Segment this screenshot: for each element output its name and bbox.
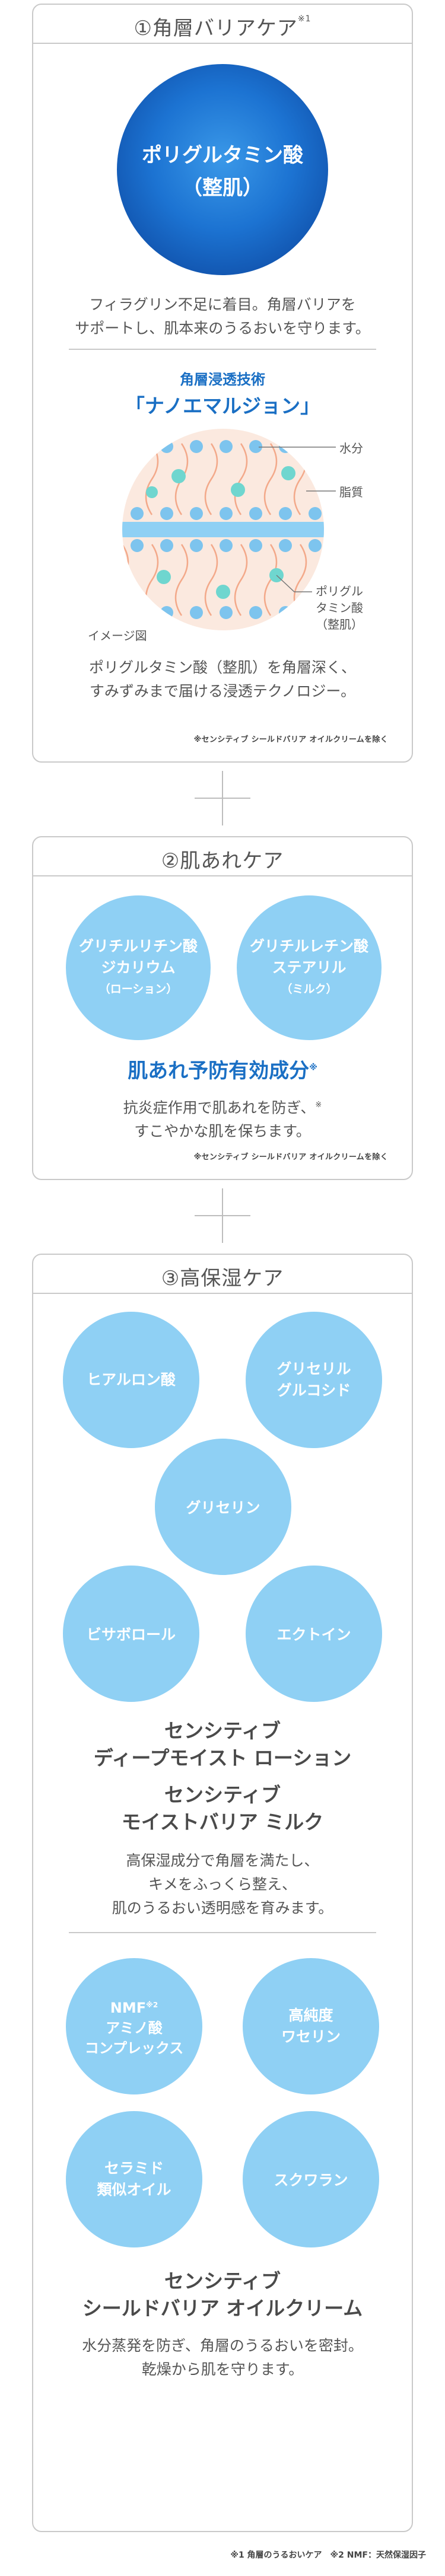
ingredient-line: ワセリン bbox=[281, 2028, 341, 2045]
ingredient-circle: エクトイン bbox=[246, 1566, 382, 1702]
ingredient-line: ステアリル bbox=[272, 959, 347, 976]
desc-line: 抗炎症作用で肌あれを防ぎ、 bbox=[123, 1099, 316, 1117]
card-title: ②肌あれケア bbox=[161, 849, 284, 873]
ingredient-circle-lotion: グリチルリチン酸 ジカリウム （ローション） bbox=[66, 895, 211, 1040]
ingredient-circle: スクワラン bbox=[243, 2111, 379, 2247]
ingredient-line: ビサボロール bbox=[86, 1626, 176, 1643]
ingredient-line: グリチルレチン酸 bbox=[249, 938, 368, 955]
footnote-mark: ※ bbox=[309, 1063, 317, 1073]
desc-line: 肌のうるおい透明感を育みます。 bbox=[112, 1899, 333, 1917]
label-pga-line: タミン酸 bbox=[316, 601, 363, 615]
label-pga-line: （整肌） bbox=[316, 617, 363, 632]
product-line: センシティブ bbox=[164, 2269, 281, 2293]
label-water: 水分 bbox=[339, 441, 363, 455]
card-moisture-care: ③高保湿ケア ヒアルロン酸 グリセリル グルコシド グリセリン ビサボロール エ… bbox=[32, 1254, 413, 2532]
card-rough-skin-care: ②肌あれケア グリチルリチン酸 ジカリウム （ローション） グリチルレチン酸 ス… bbox=[32, 836, 413, 1180]
ingredient-line: NMF bbox=[110, 1999, 147, 2016]
ingredient-circle: グリセリン bbox=[155, 1439, 291, 1575]
label-lipid: 脂質 bbox=[339, 485, 363, 499]
title-divider bbox=[33, 875, 412, 876]
ingredient-line: ジカリウム bbox=[101, 959, 176, 976]
plus-connector bbox=[195, 798, 250, 799]
headline-text: 肌あれ予防有効成分 bbox=[128, 1059, 310, 1083]
ingredient-sub: （ミルク） bbox=[281, 983, 338, 996]
label-pga-line: ポリグル bbox=[316, 584, 363, 598]
footnote-exclusion: ※センシティブ シールドバリア オイルクリームを除く bbox=[193, 735, 388, 744]
ingredient-line: コンプレックス bbox=[84, 2039, 184, 2057]
barrier-description: フィラグリン不足に着目。角層バリアを サポートし、肌本来のうるおいを守ります。 bbox=[33, 293, 412, 340]
card-title-text: ①角層バリアケア bbox=[134, 17, 298, 40]
title-divider bbox=[33, 1293, 412, 1294]
ingredient-circle: 高純度 ワセリン bbox=[243, 1958, 379, 2094]
card-title: ③高保湿ケア bbox=[161, 1267, 284, 1290]
ingredient-line: グルコシド bbox=[276, 1382, 351, 1399]
ingredient-circle: グリセリル グルコシド bbox=[246, 1312, 382, 1448]
tech-name: 「ナノエマルジョン」 bbox=[125, 394, 320, 417]
hero-line-2: （整肌） bbox=[182, 176, 263, 200]
desc-line: キメをふっくら整え、 bbox=[148, 1876, 297, 1893]
card-barrier-care: ①角層バリアケア※1 ポリグルタミン酸 （整肌） フィラグリン不足に着目。角層バ… bbox=[32, 4, 413, 763]
ingredient-line: グリチルリチン酸 bbox=[78, 938, 198, 955]
ingredient-circle: ビサボロール bbox=[63, 1566, 199, 1702]
product-name-oil-cream: センシティブ シールドバリア オイルクリーム bbox=[33, 2268, 412, 2322]
card-title: ①角層バリアケア※1 bbox=[33, 12, 412, 41]
ingredient-line: スクワラン bbox=[274, 2172, 348, 2189]
desc-line: 乾燥から肌を守ります。 bbox=[141, 2361, 304, 2378]
product-line: センシティブ bbox=[164, 1783, 281, 1806]
product-line: シールドバリア オイルクリーム bbox=[82, 2297, 363, 2320]
ingredient-line: アミノ酸 bbox=[106, 2019, 163, 2036]
desc-line: ポリグルタミン酸（整肌）を角層深く、 bbox=[88, 659, 356, 676]
footnote-mark: ※ bbox=[315, 1101, 322, 1110]
ingredient-circle: セラミド 類似オイル bbox=[66, 2111, 202, 2247]
ingredient-line: セラミド bbox=[104, 2160, 164, 2177]
diagram-svg bbox=[122, 429, 336, 630]
ingredient-line: エクトイン bbox=[276, 1626, 351, 1643]
product-line: センシティブ bbox=[164, 1719, 281, 1742]
ingredient-line: 類似オイル bbox=[97, 2181, 171, 2198]
moisture-description: 高保湿成分で角層を満たし、 キメをふっくら整え、 肌のうるおい透明感を育みます。 bbox=[33, 1849, 412, 1920]
desc-line: すみずみまで届ける浸透テクノロジー。 bbox=[89, 683, 356, 700]
seal-description: 水分蒸発を防ぎ、角層のうるおいを密封。 乾燥から肌を守ります。 bbox=[33, 2334, 412, 2381]
section-divider bbox=[69, 349, 376, 350]
product-name-milk: センシティブ モイストバリア ミルク bbox=[33, 1781, 412, 1836]
tech-description: ポリグルタミン酸（整肌）を角層深く、 すみずみまで届ける浸透テクノロジー。 bbox=[33, 656, 412, 703]
ingredient-line: 高純度 bbox=[288, 2007, 333, 2024]
product-line: モイストバリア ミルク bbox=[121, 1810, 324, 1834]
ingredient-circle: NMF※2 アミノ酸 コンプレックス bbox=[66, 1958, 202, 2094]
active-ingredient-headline: 肌あれ予防有効成分※ bbox=[33, 1054, 412, 1083]
hero-ingredient-circle: ポリグルタミン酸 （整肌） bbox=[117, 64, 328, 275]
product-line: ディープモイスト ローション bbox=[93, 1746, 352, 1770]
hero-line-1: ポリグルタミン酸 bbox=[142, 144, 303, 167]
nanoemulsion-diagram: 水分 脂質 ポリグル タミン酸 （整肌） イメージ図 bbox=[33, 420, 414, 645]
diagram-caption: イメージ図 bbox=[88, 629, 147, 643]
title-divider bbox=[33, 43, 412, 44]
label-pga: ポリグル タミン酸 （整肌） bbox=[316, 583, 363, 633]
section-divider bbox=[69, 1932, 376, 1933]
product-name-lotion: センシティブ ディープモイスト ローション bbox=[33, 1717, 412, 1772]
ingredient-line: ヒアルロン酸 bbox=[87, 1371, 176, 1388]
desc-line: 水分蒸発を防ぎ、角層のうるおいを密封。 bbox=[82, 2337, 363, 2354]
rough-skin-description: 抗炎症作用で肌あれを防ぎ、※ すこやかな肌を保ちます。 bbox=[33, 1093, 412, 1143]
ingredient-sub: （ローション） bbox=[98, 983, 178, 996]
desc-line: 高保湿成分で角層を満たし、 bbox=[126, 1852, 319, 1869]
ingredient-circle: ヒアルロン酸 bbox=[63, 1312, 199, 1448]
plus-connector bbox=[195, 1215, 250, 1216]
ingredient-circle-milk: グリチルレチン酸 ステアリル （ミルク） bbox=[237, 895, 382, 1040]
footnote-mark: ※2 bbox=[146, 2000, 158, 2009]
desc-line: サポートし、肌本来のうるおいを守ります。 bbox=[75, 320, 370, 337]
ingredient-line: グリセリル bbox=[276, 1360, 351, 1378]
desc-line: すこやかな肌を保ちます。 bbox=[134, 1123, 311, 1140]
page-footnote: ※1 角層のうるおいケア ※2 NMF：天然保湿因子 bbox=[230, 2551, 426, 2560]
tech-label: 角層浸透技術 bbox=[180, 371, 265, 388]
ingredient-line: グリセリン bbox=[186, 1499, 260, 1516]
desc-line: フィラグリン不足に着目。角層バリアを bbox=[89, 296, 356, 313]
footnote-mark: ※1 bbox=[297, 14, 312, 24]
footnote-exclusion: ※センシティブ シールドバリア オイルクリームを除く bbox=[193, 1153, 388, 1162]
